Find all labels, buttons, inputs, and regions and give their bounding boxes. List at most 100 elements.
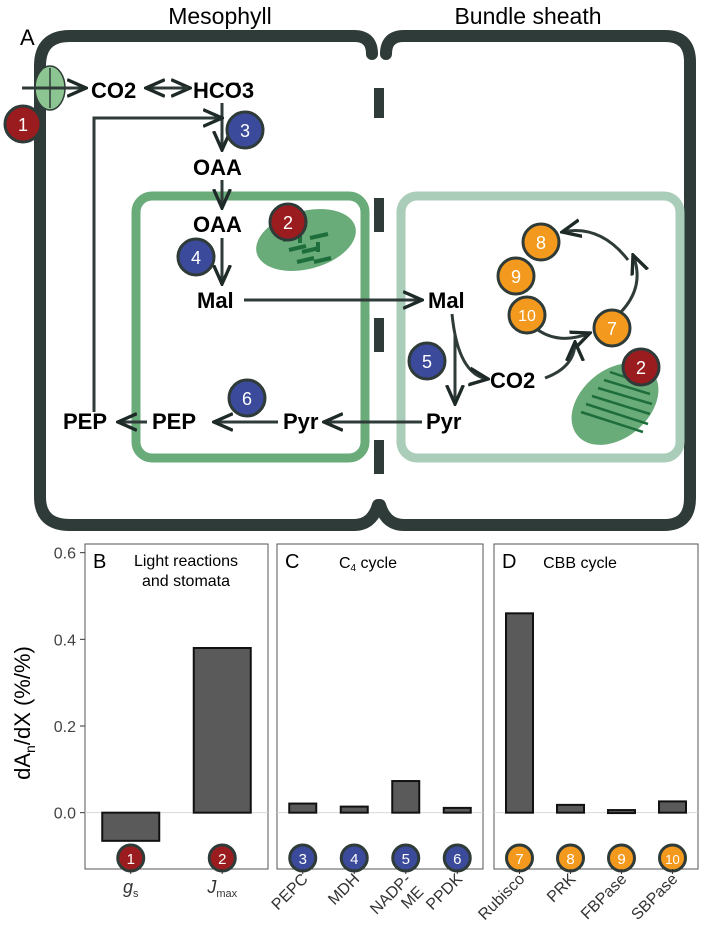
svg-text:8: 8	[536, 233, 546, 253]
svg-text:5: 5	[422, 352, 432, 372]
bar-NADP-ME	[391, 780, 421, 814]
step-badge-1: 1	[116, 843, 146, 873]
svg-text:9: 9	[617, 851, 625, 868]
oaa-cytosol-label: OAA	[193, 155, 242, 180]
panel-d-title: CBB cycle	[543, 555, 617, 572]
step-badge-a-5: 5	[407, 341, 447, 381]
cbb-7-arrow	[537, 328, 590, 338]
panel-d-letter: D	[502, 551, 516, 573]
bundle-sheath-cell-wall	[374, 30, 696, 531]
panel-b-title-line2: and stomata	[142, 573, 230, 590]
x-tick-label: SBPase	[628, 871, 681, 924]
x-tick-label: FBPase	[578, 871, 630, 923]
x-tick-label: NADP-ME	[367, 871, 427, 931]
bar-MDH	[339, 805, 369, 814]
svg-text:6: 6	[242, 389, 252, 409]
svg-text:10: 10	[518, 308, 536, 325]
hco3-charge-label: −	[230, 76, 239, 93]
step-badge-2: 2	[207, 843, 237, 873]
mesophyll-cell-wall	[34, 30, 384, 531]
bar-SBPase	[658, 800, 687, 814]
svg-text:8: 8	[566, 851, 574, 868]
svg-text:4: 4	[191, 248, 201, 268]
step-badge-4: 4	[339, 843, 369, 873]
svg-text:2: 2	[218, 851, 226, 868]
svg-text:6: 6	[453, 851, 461, 868]
step-badge-10: 10	[658, 843, 687, 873]
svg-text:3: 3	[240, 121, 250, 141]
bar-PPDK	[442, 806, 472, 814]
charts: dAn/dX (%/%) 0.00.20.40.6 B Light reacti…	[10, 543, 699, 931]
svg-text:5: 5	[402, 851, 410, 868]
pep-return-arrow	[92, 118, 222, 412]
svg-text:7: 7	[515, 851, 523, 868]
panel-b-title-line1: Light reactions	[134, 553, 238, 570]
svg-text:2: 2	[636, 358, 646, 378]
step-badge-a-2b: 2	[621, 347, 661, 387]
pep-chloroplast-label: PEP	[152, 409, 196, 434]
bar-PEPC	[288, 802, 318, 814]
step-badge-a-6: 6	[227, 378, 267, 418]
x-tick-label: gs	[123, 877, 139, 900]
pyr-mesophyll-label: Pyr	[283, 409, 319, 434]
step-badge-a-1: 1	[3, 104, 43, 144]
cbb-return-arrow	[616, 255, 637, 317]
step-badge-a-9: 9	[496, 256, 536, 296]
x-tick-label: MDH	[325, 871, 363, 909]
bar-Rubisco	[505, 612, 534, 814]
x-tick-label: PEPC	[269, 871, 312, 914]
svg-text:2: 2	[283, 213, 293, 233]
pyr-bundle-sheath-label: Pyr	[426, 409, 462, 434]
cbb-to-8-arrow	[562, 231, 630, 261]
step-badge-5: 5	[391, 843, 421, 873]
pep-cytosol-label: PEP	[63, 409, 107, 434]
pathway-arrows	[22, 88, 637, 422]
hco3-label: HCO3	[193, 78, 254, 103]
svg-text:3: 3	[299, 851, 307, 868]
co2-bundle-sheath-label: CO2	[490, 368, 535, 393]
step-badge-3: 3	[288, 843, 318, 873]
svg-text:7: 7	[607, 319, 617, 339]
oaa-chloroplast-label: OAA	[193, 212, 242, 237]
bar-FBPase	[607, 809, 636, 815]
y-tick-label: 0.2	[54, 719, 76, 736]
x-tick-label: Rubisco	[475, 871, 528, 924]
y-axis-ticks: 0.00.20.40.6	[54, 546, 85, 823]
bundle-sheath-chloroplast	[396, 191, 685, 463]
x-tick-label: Jmax	[206, 877, 237, 900]
step-badge-a-3: 3	[225, 110, 265, 150]
svg-text:1: 1	[127, 851, 135, 868]
step-badge-8: 8	[556, 843, 585, 873]
panel-a: A Mesophyll Bundle sheath	[3, 3, 696, 531]
bundle-sheath-title: Bundle sheath	[454, 3, 601, 29]
svg-text:9: 9	[511, 267, 521, 287]
svg-text:4: 4	[350, 851, 358, 868]
mal-mesophyll-label: Mal	[197, 288, 234, 313]
step-badge-a-7: 7	[592, 308, 632, 348]
svg-text:10: 10	[665, 852, 679, 867]
step-badge-a-4: 4	[176, 237, 216, 277]
x-tick-label: PRK	[544, 871, 580, 907]
chloroplast-icon-mesophyll	[256, 209, 356, 271]
step-badge-7: 7	[505, 843, 534, 873]
y-axis-label: dAn/dX (%/%)	[10, 646, 38, 780]
co2-mesophyll-label: CO2	[91, 78, 136, 103]
mal-to-co2-arrow	[450, 313, 488, 379]
step-badge-a-8: 8	[521, 222, 561, 262]
y-tick-label: 0.6	[54, 546, 76, 563]
step-badge-a-10: 10	[507, 295, 547, 335]
co2-to-cbb-arrow	[544, 342, 575, 380]
mesophyll-chloroplast	[131, 191, 370, 463]
bar-gs	[101, 811, 161, 842]
step-badge-a-2m: 2	[268, 202, 308, 242]
panel-c-letter: C	[285, 551, 299, 573]
y-tick-label: 0.4	[54, 632, 76, 649]
bar-PRK	[556, 803, 585, 814]
x-tick-label: PPDK	[423, 871, 466, 914]
mal-bundle-sheath-label: Mal	[428, 288, 465, 313]
panel-a-letter: A	[20, 25, 35, 50]
